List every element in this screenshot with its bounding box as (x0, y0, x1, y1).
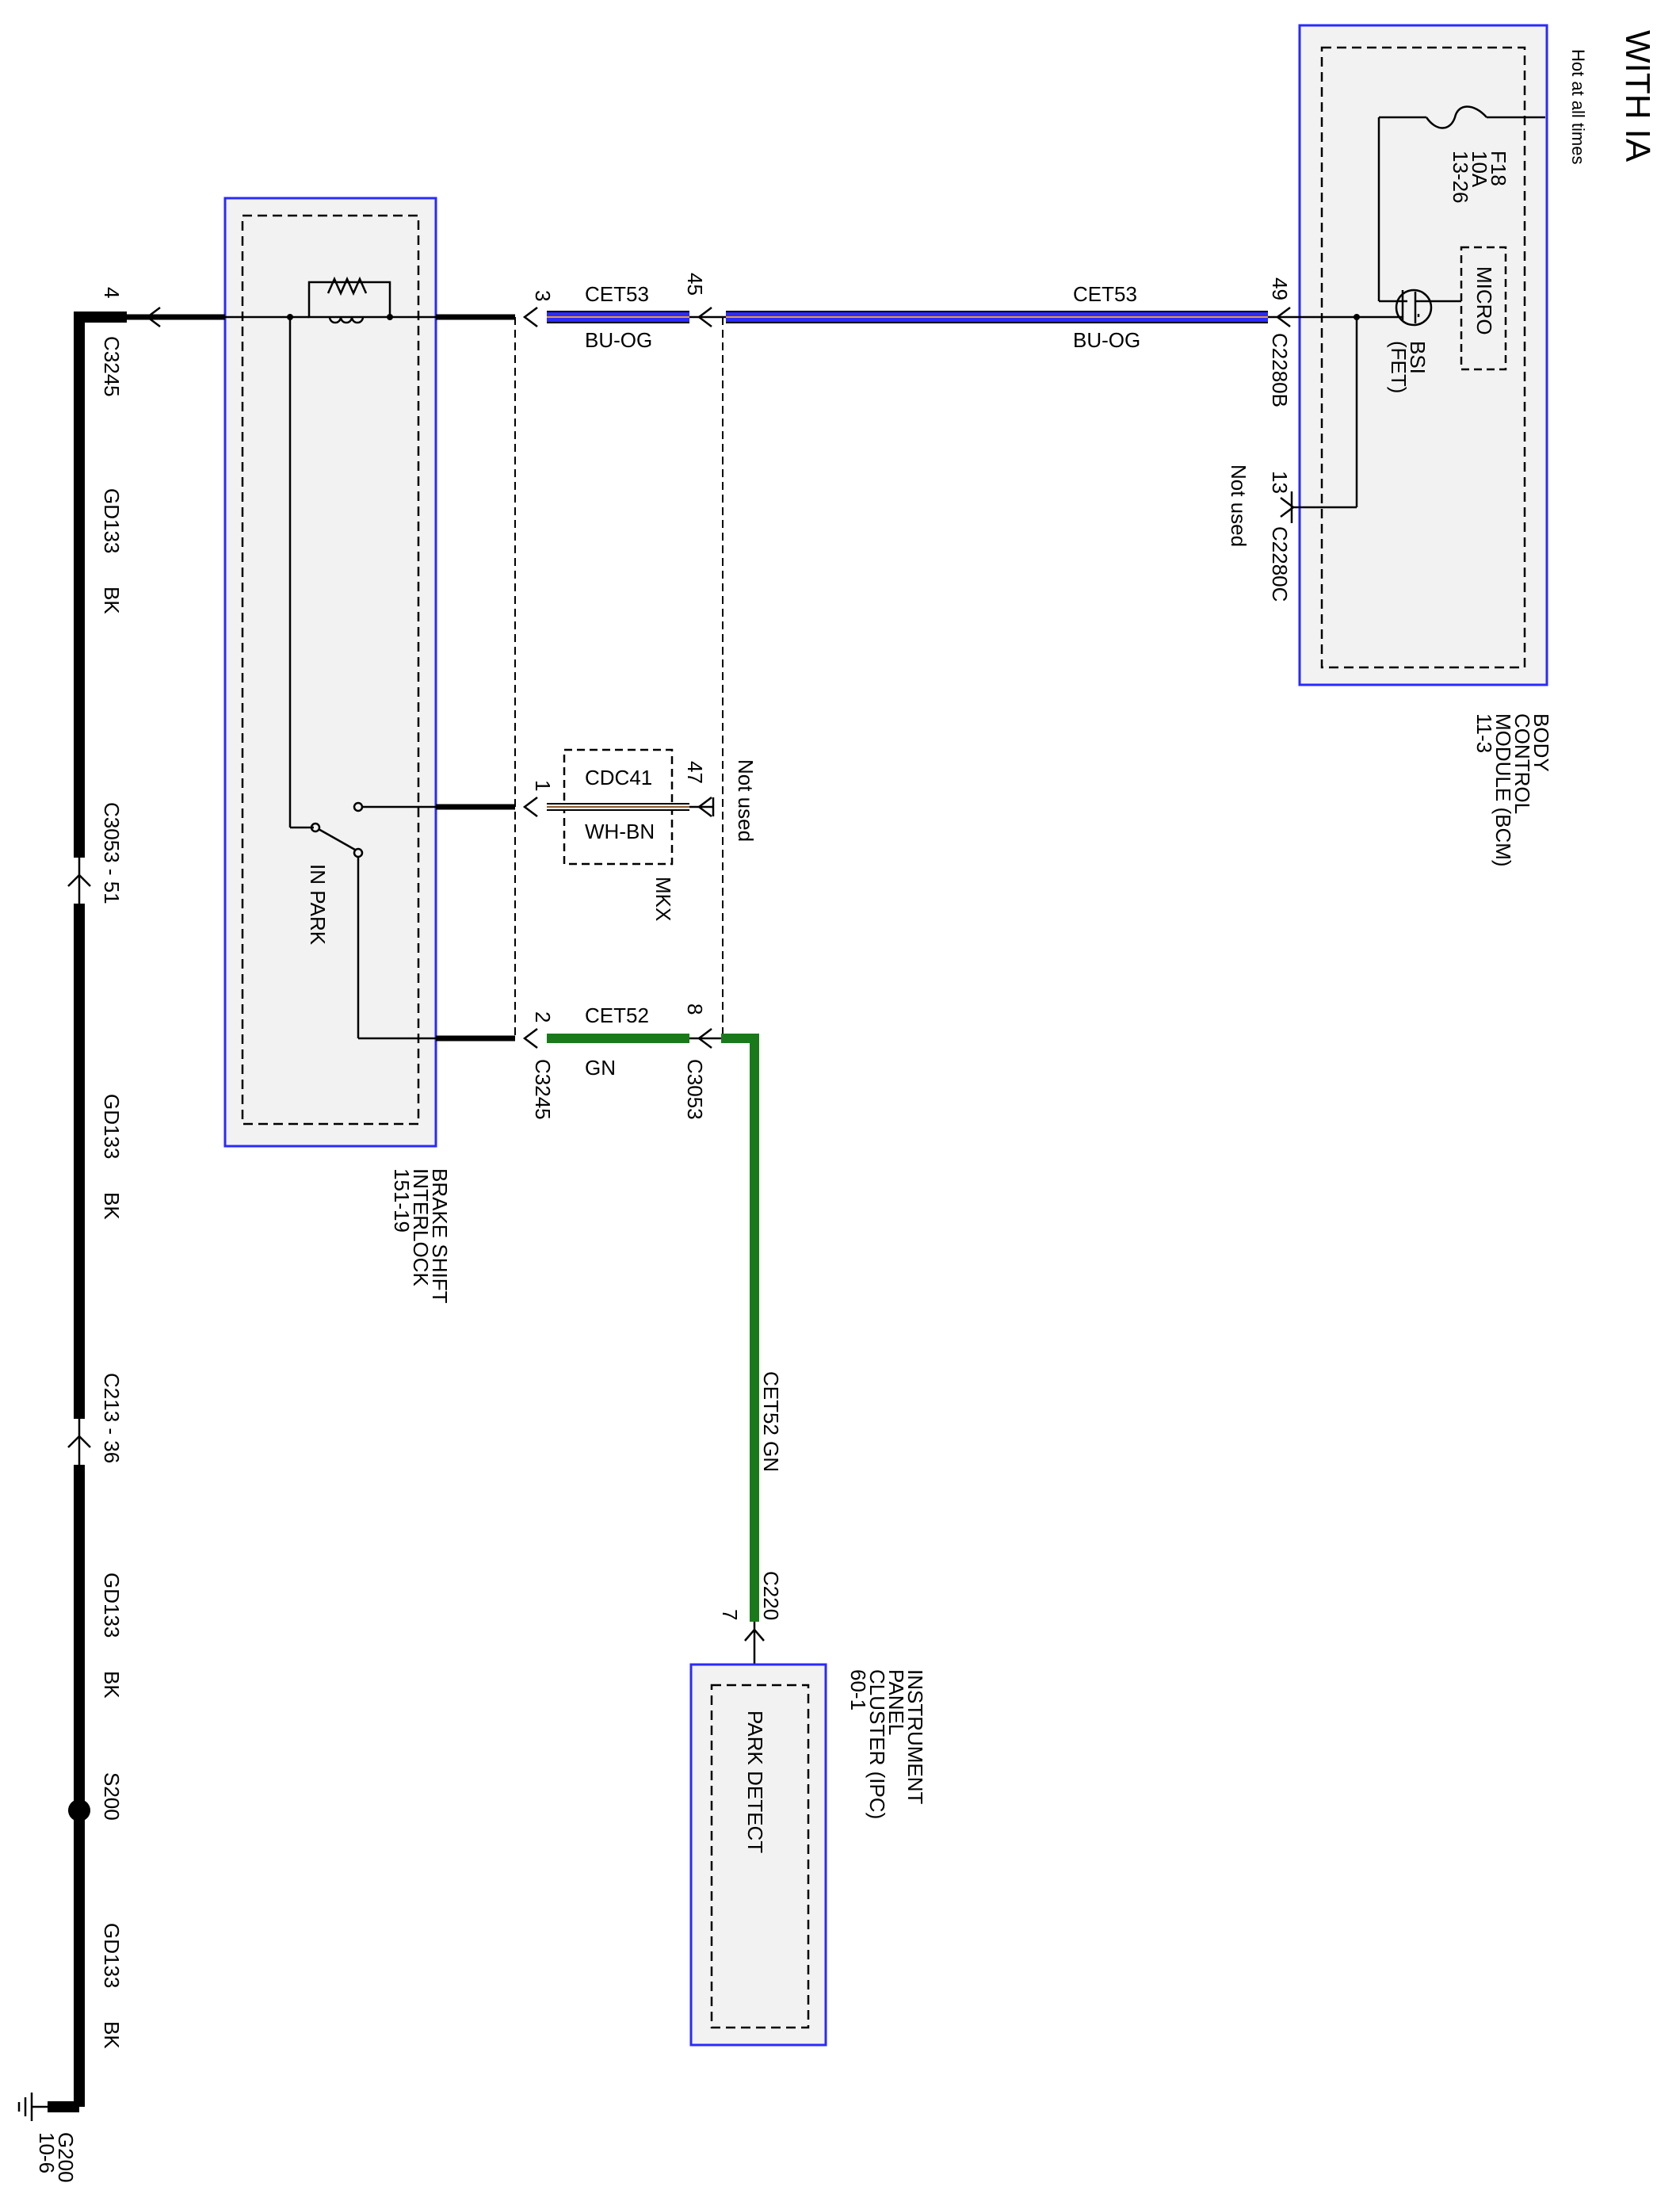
pin-c3245-3: 3 (531, 290, 555, 301)
micro-box (1460, 246, 1507, 371)
hot-at-all-times-label: Hot at all times (1568, 49, 1588, 165)
in-park-label: IN PARK (306, 864, 330, 946)
gd133-label-3: GD133 (100, 1573, 124, 1638)
c3053-51-label: C3053 - 51 (100, 802, 124, 904)
park-detect-label: PARK DETECT (743, 1710, 767, 1853)
wire-cdc41[interactable] (547, 748, 715, 866)
instrument-panel-cluster-module[interactable]: PARK DETECT (689, 1663, 827, 2047)
cet53-circuit-label-right: CET53 (1073, 282, 1137, 306)
solenoid-icon (307, 276, 391, 324)
bk-label-4: BK (100, 2021, 124, 2049)
bcm-not-used: Not used (1227, 464, 1250, 547)
not-used-47: Not used (734, 759, 758, 842)
cet53-color-label-right: BU-OG (1073, 328, 1140, 352)
fuse-label-line2: 10A (1468, 151, 1491, 188)
cet52-color-label: GN (585, 1056, 616, 1080)
bcm-pin-13: 13 (1268, 471, 1292, 494)
gd133-label-4: GD133 (100, 1923, 124, 1988)
c220-label: C220 (759, 1571, 783, 1620)
ipc-name-line4: 60-1 (846, 1669, 870, 1710)
bk-label-1: BK (100, 587, 124, 614)
ipc-pin-7: 7 (718, 1609, 742, 1620)
c3053-label-row3: C3053 (683, 1059, 707, 1120)
micro-label: MICRO (1472, 266, 1496, 335)
pin-c3053-8: 8 (683, 1003, 707, 1015)
pin-c3245-4: 4 (100, 287, 124, 298)
gd133-label-1: GD133 (100, 488, 124, 553)
cdc41-circuit-label: CDC41 (585, 766, 652, 789)
ground-g200-icon (17, 2093, 48, 2121)
fuse-label-line1: F18 (1487, 151, 1510, 186)
wire-cet52[interactable] (547, 1034, 759, 1622)
ipc-name-line2: PANEL (884, 1669, 908, 1735)
bcm-name-line1: BODY (1529, 713, 1553, 772)
brake-shift-interlock-module[interactable]: IN PARK (151, 197, 515, 1148)
bk-label-2: BK (100, 1192, 124, 1220)
bsi-name-line2: INTERLOCK (409, 1168, 433, 1286)
mkx-label: MKX (651, 877, 675, 921)
ipc-name-line1: INSTRUMENT (903, 1669, 927, 1805)
cet53-circuit-label-left: CET53 (585, 282, 649, 306)
bcm-name-line2: CONTROL (1510, 713, 1534, 814)
pin-c3245-2: 2 (531, 1011, 555, 1022)
cet52-vertical-label: CET52 GN (759, 1371, 783, 1472)
bsi-label-line2: (FET) (1387, 341, 1411, 393)
splice-s200 (68, 1799, 90, 1821)
fuse-label-line3: 13-26 (1449, 151, 1472, 204)
bcm-pin-49: 49 (1268, 277, 1292, 300)
ipc-name-line3: CLUSTER (IPC) (865, 1669, 889, 1819)
bk-label-3: BK (100, 1671, 124, 1699)
cet52-circuit-label: CET52 (585, 1003, 649, 1027)
c213-36-label: C213 - 36 (100, 1373, 124, 1463)
bcm-conn-c2280b: C2280B (1268, 333, 1292, 407)
cet53-color-label-left: BU-OG (585, 328, 652, 352)
g200-label-line2: 10-6 (35, 2132, 59, 2173)
s200-label: S200 (100, 1772, 124, 1821)
connector-chevrons (145, 307, 1296, 1049)
pin-c3245-1: 1 (531, 780, 555, 791)
junction-dot-2 (387, 314, 393, 320)
pin-c3053-45: 45 (683, 273, 707, 296)
bsi-label-line1: BSI (1406, 341, 1430, 374)
gd133-label-2: GD133 (100, 1094, 124, 1159)
g200-label-line1: G200 (54, 2132, 78, 2183)
bsi-fet-icon (1379, 289, 1461, 327)
fuse-f18-icon (1425, 105, 1487, 129)
bcm-name-line4: 11-3 (1472, 713, 1496, 753)
bcm-conn-c2280c: C2280C (1268, 526, 1292, 602)
bcm-module[interactable]: MICRO Hot at all times F18 10A 13-26 BSI… (1284, 24, 1588, 686)
c3245-label-row3: C3245 (531, 1059, 555, 1120)
bsi-name-line1: BRAKE SHIFT (428, 1168, 452, 1304)
pin-c3053-47: 47 (683, 761, 707, 784)
c3245-label-ground: C3245 (100, 336, 124, 397)
cdc41-color-label: WH-BN (585, 820, 655, 843)
wire-gd133-ground[interactable] (48, 312, 151, 2112)
bsi-name-line3: 151-19 (390, 1168, 414, 1233)
diagram-title: WITH IA (1618, 30, 1657, 162)
bcm-name-line3: MODULE (BCM) (1491, 713, 1515, 867)
